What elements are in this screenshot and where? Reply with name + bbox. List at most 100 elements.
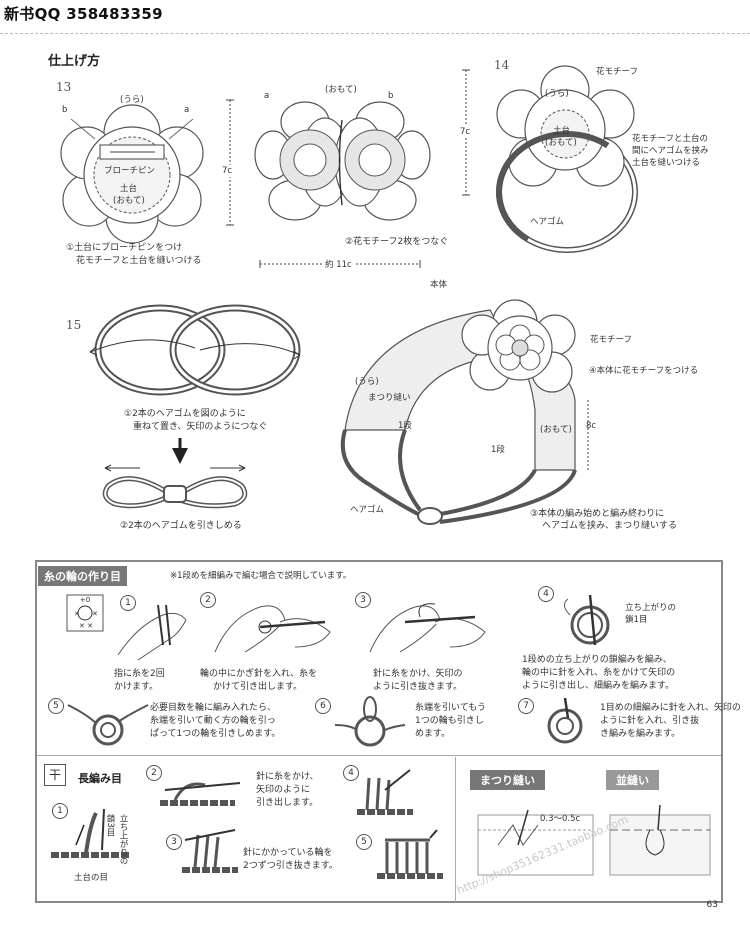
fig14-gum-label: ヘアゴム	[530, 217, 565, 227]
ring-step7-line2: ように針を入れ、引き抜	[600, 716, 700, 726]
fig15-step4: ④本体に花モチーフをつける	[589, 366, 699, 376]
fig13b-b-label: b	[388, 91, 394, 101]
header-title: 新书QQ 358483359	[4, 5, 163, 23]
ring-step4-line3: ように引き出し、細編みを編みます。	[522, 681, 675, 691]
fig15-body-label: 本体	[430, 280, 448, 290]
ring-step5-number: 5	[48, 698, 64, 714]
ring-step7-line3: き編みを編みます。	[600, 729, 681, 739]
fig14-omote-label: (おもて)	[545, 138, 577, 148]
fig14-motif-label: 花モチーフ	[596, 67, 638, 77]
fig14-number: 14	[494, 58, 510, 72]
ring-step1-line1: 指に糸を2回	[114, 669, 165, 679]
svg-text:✕: ✕	[92, 610, 98, 618]
ring-step5-illustration	[67, 704, 149, 746]
fig15-motif-label: 花モチーフ	[590, 335, 632, 345]
matsuri-measure: 0.3〜0.5c	[540, 814, 581, 824]
ring-step4-line2: 輪の中に針を入れ、糸をかけて矢印の	[522, 668, 676, 678]
fig15-1dan-label-a: 1段	[398, 421, 412, 431]
ring-step6-line3: めます。	[415, 729, 451, 739]
ring-step3-line1: 針に糸をかけ、矢印の	[373, 669, 463, 679]
long-title: 長編み目	[78, 772, 122, 785]
fig14-height-label: 7c	[460, 126, 471, 138]
fig13b-height-label: 7c	[222, 165, 233, 177]
fig13b-step2: ②花モチーフ2枚をつなぐ	[345, 237, 449, 247]
long-step3-number: 3	[166, 834, 182, 850]
ring-step5-line1: 必要目数を輪に編み入れたら、	[150, 703, 277, 713]
fig14-flower-hairtie-illustration	[496, 65, 638, 253]
long-step3-line2: 2つずつ引き抜きます。	[243, 861, 338, 871]
ring-step3-illustration	[369, 603, 486, 653]
ring-step2-line2: かけて引き出します。	[213, 682, 303, 692]
ring-step6-number: 6	[315, 698, 331, 714]
fig13-pin-label: ブローチピン	[104, 166, 156, 176]
fig15-dim-label: 8c	[586, 421, 597, 431]
ring-step5-line3: ぱって1つの輪を引きしめます。	[150, 729, 281, 739]
ring-step1-illustration	[117, 604, 187, 661]
box-vertical-divider	[455, 757, 456, 902]
svg-text:+0: +0	[80, 596, 90, 604]
fig13b-a-label: a	[264, 91, 270, 101]
matsuri-illustration	[477, 809, 594, 876]
svg-text:✕: ✕	[74, 610, 80, 618]
fig13-step1-line2: 花モチーフと土台を縫いつける	[76, 256, 202, 266]
long-stitch-symbol-icon: 干	[44, 764, 66, 786]
fig15-omote-label: (おもて)	[540, 425, 572, 435]
technique-box	[35, 560, 723, 903]
ring-step4-number: 4	[538, 586, 554, 602]
fig13b-omote-label: (おもて)	[325, 85, 357, 95]
long-step5-number: 5	[356, 834, 372, 850]
ring-step1-line2: かけます。	[114, 682, 159, 692]
ring-note: ※1段めを細編みで編む場合で説明しています。	[170, 571, 352, 581]
ring-step3-line2: ように引き抜きます。	[373, 682, 463, 692]
fig13b-width-label: 約 11c	[322, 259, 355, 271]
fig13b-joined-flowers-illustration	[254, 101, 431, 221]
fig15-step1-line1: ①2本のヘアゴムを図のように	[124, 409, 246, 419]
long-step1-illustration	[51, 808, 131, 858]
ring-step6-line1: 糸端を引いてもう	[415, 703, 487, 713]
ring-title: 糸の輪の作り目	[38, 566, 127, 586]
long-step2-line3: 引き出します。	[256, 798, 319, 808]
long-step1-base: 土台の目	[74, 873, 109, 883]
ring-step6-line2: 1つの輪も引きし	[415, 716, 484, 726]
fig13-ura-label: (うら)	[120, 95, 144, 105]
long-step3-illustration	[182, 829, 238, 873]
fig13-omote-label: (おもて)	[113, 196, 145, 206]
fig13-base-label: 土台	[120, 184, 138, 194]
fig14-ura-label: (うら)	[545, 89, 569, 99]
nami-illustration	[609, 804, 711, 876]
ring-step2-line1: 輪の中にかぎ針を入れ、糸を	[200, 669, 318, 679]
long-step1-label1: 立ち上がりの	[118, 814, 128, 865]
ring-step4-illustration	[564, 594, 610, 646]
fig14-note-line1: 花モチーフと土台の	[632, 134, 708, 144]
fig14-base-label: 土台	[553, 126, 571, 136]
page-number: 63	[706, 900, 718, 910]
fig13-number: 13	[56, 80, 72, 94]
fig15-step3-line1: ③本体の編み始めと編み終わりに	[530, 509, 665, 519]
ring-step3-number: 3	[355, 592, 371, 608]
fig14-height-dimension	[462, 69, 470, 196]
long-step2-illustration	[160, 782, 241, 806]
ring-step5-line2: 糸端を引いて動く方の輪を引っ	[150, 716, 276, 726]
ring-step4-line1: 1段めの立ち上がりの鎖編みを編み、	[522, 655, 672, 665]
ring-step7-illustration	[547, 697, 583, 744]
long-step2-number: 2	[146, 765, 162, 781]
fig15-matsuri-label: まつり縫い	[368, 393, 411, 403]
fig15-step3-line2: ヘアゴムを挟み、まつり縫いする	[542, 521, 678, 531]
ring-step7-number: 7	[518, 698, 534, 714]
long-step4-illustration	[357, 769, 413, 815]
long-step5-illustration	[377, 829, 443, 879]
fig15-two-rings-illustration	[89, 304, 301, 396]
nami-title: 並縫い	[606, 770, 659, 790]
svg-text:✕ ✕: ✕ ✕	[79, 622, 93, 630]
ring-step2-number: 2	[200, 592, 216, 608]
long-step1-number: 1	[52, 803, 68, 819]
fig15-1dan-label-b: 1段	[491, 445, 505, 455]
matsuri-title: まつり縫い	[470, 770, 545, 790]
fig14-note-line2: 間にヘアゴムを挟み	[632, 146, 709, 156]
long-step1-label2: 鎖3目	[105, 814, 115, 837]
fig13-step1-line1: ①土台にブローチピンをつけ	[66, 243, 183, 253]
box-horizontal-divider	[37, 755, 721, 756]
ring-step2-illustration	[214, 605, 331, 653]
fig15-step1-line2: 重ねて置き、矢印のようにつなぐ	[133, 422, 268, 432]
fig13b-height-dimension	[226, 99, 234, 226]
